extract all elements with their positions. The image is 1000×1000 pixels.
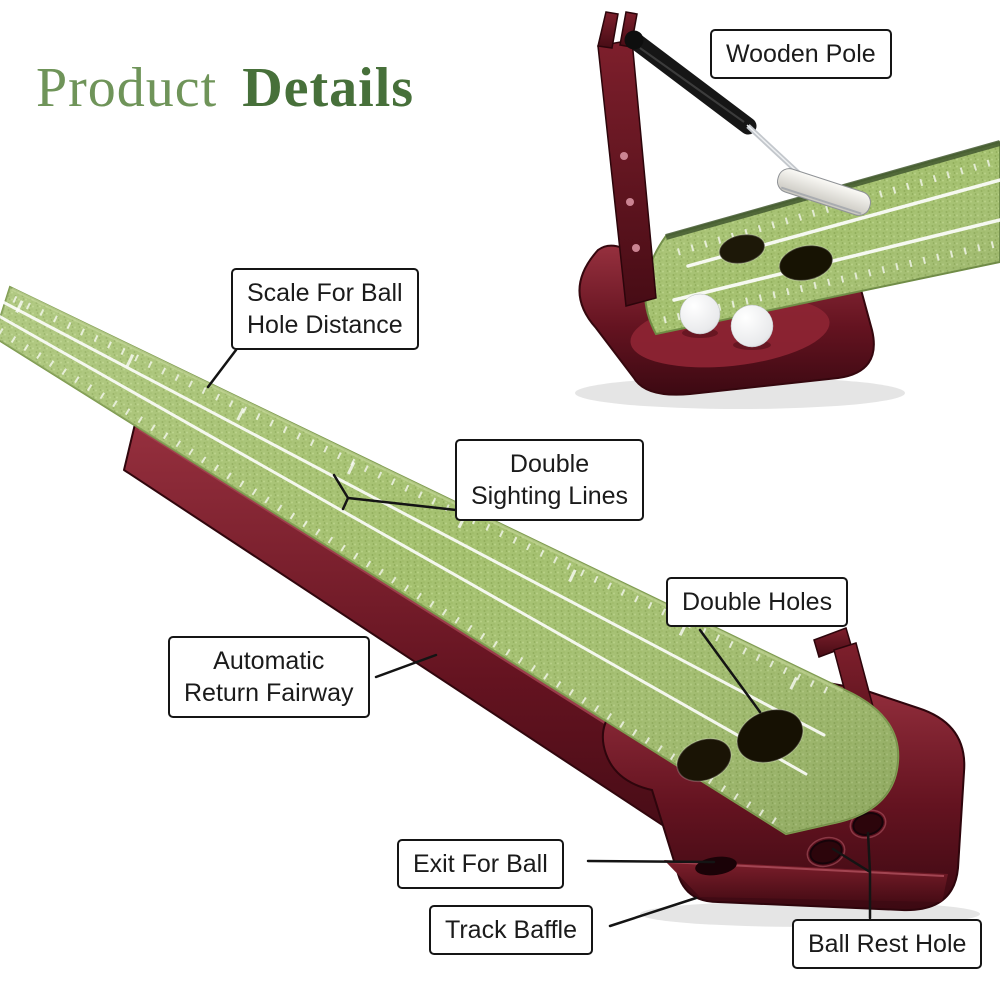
- pole-hole: [626, 198, 634, 206]
- pole-hole: [632, 244, 640, 252]
- callout-line: Wooden Pole: [726, 40, 876, 68]
- track-baffle: [664, 860, 948, 902]
- mat-hole: [719, 234, 765, 264]
- connector-baffle: [608, 896, 698, 928]
- scale-ticks: [663, 239, 1000, 324]
- golf-ball: [730, 304, 774, 348]
- callout-ball-rest-hole: Ball Rest Hole: [792, 919, 983, 969]
- page-title: Product Details: [36, 56, 414, 120]
- callout-scale-distance: Scale For Ball Hole Distance: [231, 268, 419, 350]
- pole-hole: [620, 152, 628, 160]
- ball-rest-hole: [852, 812, 884, 836]
- mat-hole: [676, 738, 732, 782]
- putter-head: [777, 168, 871, 216]
- main-photo: [0, 285, 980, 927]
- putter: [624, 30, 871, 216]
- golf-ball: [679, 293, 721, 335]
- mat-hole: [737, 709, 803, 763]
- callout-return-fairway: Automatic Return Fairway: [168, 636, 370, 718]
- callout-line: Double Holes: [682, 588, 833, 616]
- callout-exit-ball: Exit For Ball: [397, 839, 564, 889]
- title-word-product: Product: [36, 56, 218, 119]
- connector-double-holes: [698, 628, 762, 714]
- title-word-details: Details: [242, 56, 415, 119]
- callout-line: Hole Distance: [247, 311, 403, 339]
- closeup-photo: [575, 11, 1000, 409]
- sighting-line: [0, 314, 808, 776]
- sighting-line: [672, 218, 1000, 302]
- connector-ball-rest: [831, 831, 872, 920]
- callout-line: Return Fairway: [184, 679, 354, 707]
- connector-scale: [206, 348, 238, 389]
- ball-rest-hole: [809, 839, 843, 865]
- connector-lines: [206, 348, 872, 928]
- callout-line: Ball Rest Hole: [808, 930, 967, 958]
- callout-sighting-lines: Double Sighting Lines: [455, 439, 645, 521]
- callout-line: Track Baffle: [445, 916, 577, 944]
- callout-line: Automatic: [213, 647, 325, 675]
- connector-exit: [586, 859, 716, 864]
- callout-double-holes: Double Holes: [666, 577, 849, 627]
- mat-hole: [779, 245, 833, 281]
- callout-line: Double: [509, 450, 590, 478]
- callout-line: Scale For Ball: [247, 279, 403, 307]
- sighting-line: [1, 300, 826, 737]
- callout-wooden-pole: Wooden Pole: [710, 29, 892, 79]
- connector-sighting: [332, 473, 458, 512]
- callout-track-baffle: Track Baffle: [429, 905, 593, 955]
- connector-return: [374, 653, 438, 679]
- callout-line: Exit For Ball: [413, 850, 548, 878]
- callout-line: Sighting Lines: [471, 482, 629, 510]
